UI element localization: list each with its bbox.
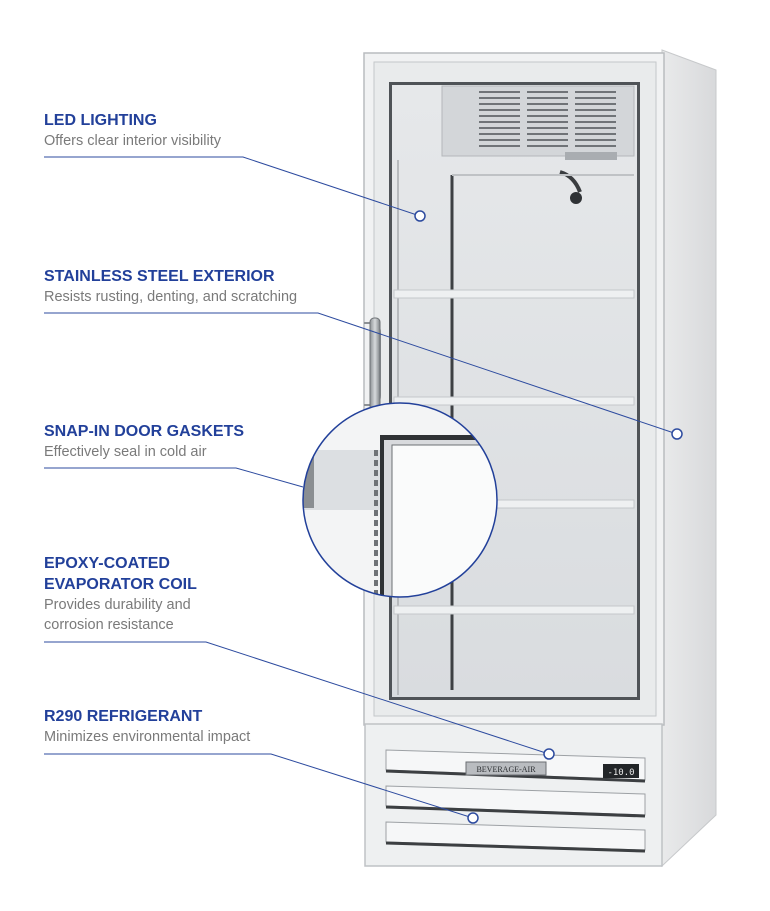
feature-description: Minimizes environmental impact: [44, 729, 251, 745]
feature-description: Resists rusting, denting, and scratching: [44, 289, 298, 305]
feature-epoxy-coated-coil: EPOXY-COATED EVAPORATOR COIL Provides du…: [44, 553, 197, 635]
door-handle: [364, 317, 381, 411]
feature-description: Offers clear interior visibility: [44, 133, 222, 149]
callout-lines: [44, 156, 678, 819]
callout-line-exterior: [44, 312, 678, 435]
callout-line-refrigerant: [44, 753, 474, 819]
callout-dots: [414, 210, 683, 824]
callout-dot-refrigerant: [467, 812, 479, 824]
brand-badge: BEVERAGE-AIR: [476, 765, 536, 774]
feature-title: STAINLESS STEEL EXTERIOR: [44, 268, 275, 285]
callout-line-coil: [44, 641, 550, 755]
gasket-zoom-circle: [302, 402, 498, 598]
feature-r290-refrigerant: R290 REFRIGERANT Minimizes environmental…: [44, 706, 250, 747]
callout-line-gasket: [44, 467, 304, 488]
callout-line-led: [44, 156, 421, 217]
feature-description: Effectively seal in cold air: [44, 444, 207, 460]
base-grille: [364, 723, 663, 867]
feature-description: Provides durability and corrosion resist…: [44, 597, 191, 633]
feature-stainless-steel-exterior: STAINLESS STEEL EXTERIOR Resists rusting…: [44, 266, 297, 307]
cabinet-side: [661, 49, 717, 868]
feature-title: EPOXY-COATED EVAPORATOR COIL: [44, 555, 197, 593]
feature-title: SNAP-IN DOOR GASKETS: [44, 423, 245, 440]
feature-led-lighting: LED LIGHTING Offers clear interior visib…: [44, 110, 221, 151]
callout-dot-led: [414, 210, 426, 222]
evaporator-housing: [441, 85, 635, 204]
callout-dot-coil: [543, 748, 555, 760]
interior-shelves: [393, 160, 635, 695]
feature-title: LED LIGHTING: [44, 112, 157, 129]
feature-snap-in-door-gaskets: SNAP-IN DOOR GASKETS Effectively seal in…: [44, 421, 244, 462]
callout-dot-exterior: [671, 428, 683, 440]
temperature-display: -10.0: [607, 768, 634, 778]
feature-title: R290 REFRIGERANT: [44, 708, 203, 725]
